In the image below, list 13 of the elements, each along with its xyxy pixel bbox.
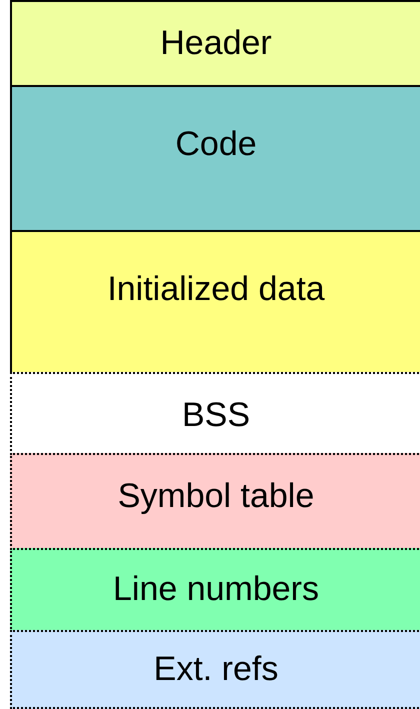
- segment-label: Symbol table: [116, 477, 316, 516]
- segment-label: Line numbers: [112, 570, 320, 609]
- memory-segment: [10, 453, 420, 550]
- memory-segment: [10, 630, 420, 709]
- segment-label: Header: [159, 24, 273, 63]
- segment-label: Initialized data: [106, 270, 326, 309]
- segment-label: Code: [174, 125, 258, 164]
- memory-segment: [10, 0, 420, 87]
- memory-segment: [10, 230, 420, 374]
- memory-segment: [10, 548, 420, 632]
- memory-segment: [10, 85, 420, 232]
- segment-label: Ext. refs: [152, 650, 280, 689]
- segment-label: BSS: [180, 396, 252, 435]
